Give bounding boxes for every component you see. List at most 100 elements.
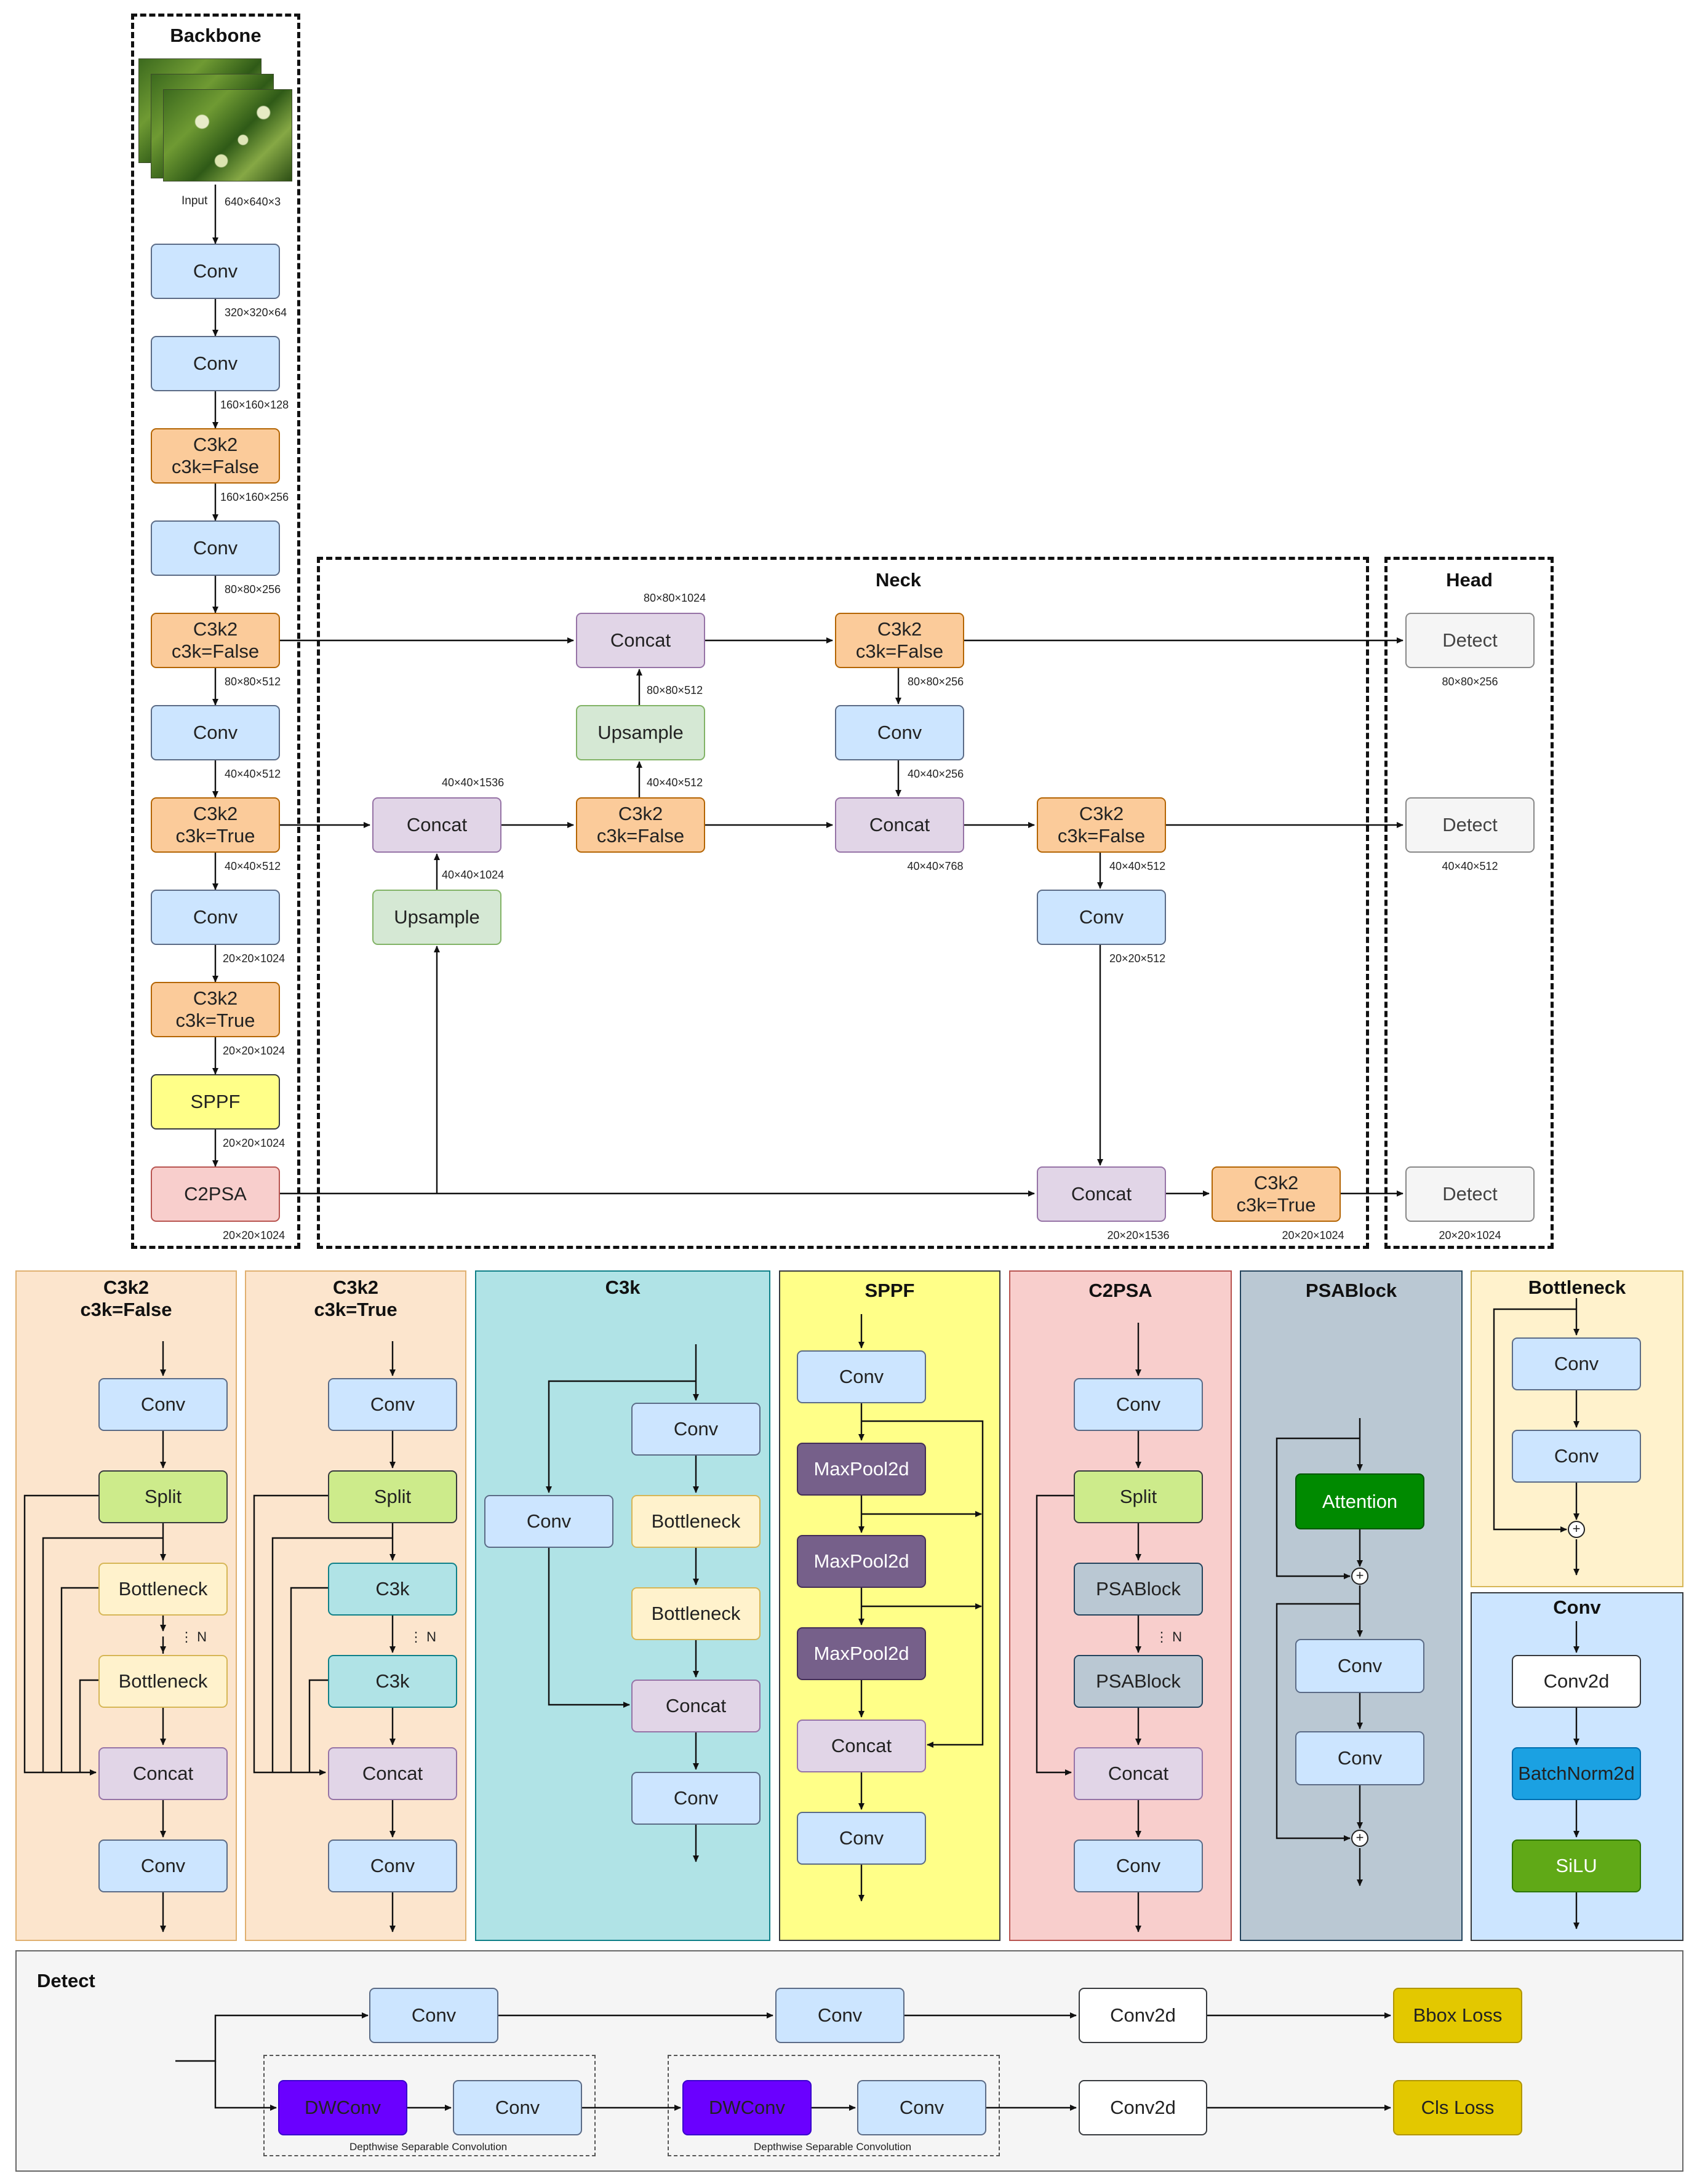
neck-c3k2-2: C3k2 c3k=False	[835, 613, 964, 668]
head-detect-1: Detect	[1405, 613, 1535, 668]
c2psa-psablock-1: PSABlock	[1074, 1563, 1203, 1616]
shape-label: 20×20×1536	[1107, 1229, 1170, 1241]
neck-concat-3: Concat	[835, 797, 964, 853]
shape-label: 80×80×512	[225, 676, 281, 688]
neck-upsample-2: Upsample	[576, 705, 705, 760]
neck-concat-4: Concat	[1037, 1166, 1166, 1222]
c3k-concat: Concat	[631, 1680, 761, 1732]
psablock-attention: Attention	[1295, 1473, 1424, 1529]
input-image-stack-3	[163, 89, 292, 181]
psablock-conv-1: Conv	[1295, 1639, 1424, 1693]
bottleneck-conv-1: Conv	[1512, 1337, 1641, 1390]
detect-module-title: Detect	[37, 1970, 95, 1991]
c2psa-split: Split	[1074, 1470, 1203, 1523]
input-label: Input	[182, 194, 208, 207]
shape-label: 20×20×1024	[223, 952, 285, 965]
head-title: Head	[1446, 569, 1493, 591]
dsc-frame-2	[668, 2055, 1000, 2156]
c3k-bottleneck-2: Bottleneck	[631, 1587, 761, 1640]
shape-label: 20×20×512	[1109, 952, 1166, 965]
detect-top-conv-2: Conv	[775, 1988, 904, 2043]
sppf-conv-top: Conv	[797, 1350, 926, 1403]
psablock-title: PSABlock	[1305, 1280, 1397, 1301]
c2psa-psablock-2: PSABlock	[1074, 1655, 1203, 1708]
c2psa-concat: Concat	[1074, 1747, 1203, 1800]
sppf-maxpool-2: MaxPool2d	[797, 1535, 926, 1588]
c2psa-title: C2PSA	[1088, 1280, 1152, 1301]
c3k2-false-conv-top: Conv	[98, 1378, 228, 1431]
shape-label: 40×40×256	[908, 768, 964, 780]
shape-label: 20×20×1024	[1282, 1229, 1344, 1241]
shape-label: 20×20×1024	[223, 1045, 285, 1057]
conv-module-silu: SiLU	[1512, 1839, 1641, 1892]
shape-label: 80×80×1024	[644, 592, 706, 604]
sppf-title: SPPF	[864, 1280, 915, 1301]
shape-label: 40×40×512	[225, 768, 281, 780]
shape-label: 80×80×512	[647, 684, 703, 696]
c3k-conv-top: Conv	[631, 1403, 761, 1456]
backbone-conv-1: Conv	[151, 244, 280, 299]
backbone-conv-2: Conv	[151, 336, 280, 391]
c3k2-false-bottleneck-2: Bottleneck	[98, 1655, 228, 1708]
shape-label: 160×160×128	[220, 399, 289, 411]
neck-c3k2-4: C3k2 c3k=True	[1212, 1166, 1341, 1222]
backbone-conv-5: Conv	[151, 890, 280, 945]
backbone-c3k2-3: C3k2 c3k=True	[151, 797, 280, 853]
shape-label: 160×160×256	[220, 491, 289, 503]
shape-label: 40×40×768	[907, 860, 964, 872]
detect-dwconv-2: DWConv	[682, 2080, 812, 2135]
c3k2-true-title: C3k2 c3k=True	[314, 1277, 397, 1320]
residual-add-icon: +	[1568, 1521, 1585, 1538]
repeat-n-label: ⋮ N	[180, 1629, 207, 1644]
head-frame	[1384, 557, 1554, 1249]
conv-module-conv2d: Conv2d	[1512, 1655, 1641, 1708]
sppf-concat: Concat	[797, 1720, 926, 1772]
backbone-c3k2-2: C3k2 c3k=False	[151, 613, 280, 668]
sppf-maxpool-3: MaxPool2d	[797, 1627, 926, 1680]
c2psa-conv-top: Conv	[1074, 1378, 1203, 1431]
detect-dwconv-1: DWConv	[278, 2080, 407, 2135]
backbone-conv-4: Conv	[151, 705, 280, 760]
head-detect-3: Detect	[1405, 1166, 1535, 1222]
shape-label: 40×40×512	[1109, 860, 1166, 872]
shape-label: 80×80×256	[908, 676, 964, 688]
dsc-label: Depthwise Separable Convolution	[349, 2141, 508, 2153]
neck-concat-2: Concat	[576, 613, 705, 668]
c3k2-true-split: Split	[328, 1470, 457, 1523]
backbone-c3k2-4: C3k2 c3k=True	[151, 982, 280, 1037]
shape-label: 20×20×1024	[223, 1229, 285, 1241]
repeat-n-label: ⋮ N	[1155, 1629, 1182, 1644]
c3k2-true-c3k-1: C3k	[328, 1563, 457, 1616]
backbone-conv-3: Conv	[151, 520, 280, 576]
shape-label: 80×80×256	[225, 583, 281, 596]
shape-label: 40×40×512	[225, 860, 281, 872]
neck-conv-2: Conv	[1037, 890, 1166, 945]
detect-bottom-conv2d: Conv2d	[1079, 2080, 1207, 2135]
head-detect-2: Detect	[1405, 797, 1535, 853]
detect-bottom-conv-2: Conv	[857, 2080, 986, 2135]
c3k-title: C3k	[605, 1277, 641, 1298]
c3k-bottleneck-1: Bottleneck	[631, 1495, 761, 1548]
shape-label: 40×40×512	[1442, 860, 1498, 872]
bbox-loss: Bbox Loss	[1393, 1988, 1522, 2043]
shape-label: 40×40×1024	[442, 869, 505, 881]
cls-loss: Cls Loss	[1393, 2080, 1522, 2135]
shape-label: 20×20×1024	[1439, 1229, 1501, 1241]
c3k2-true-conv-bottom: Conv	[328, 1839, 457, 1892]
c3k-conv-left: Conv	[484, 1495, 613, 1548]
conv-module-batchnorm: BatchNorm2d	[1512, 1747, 1641, 1800]
c2psa-conv-bottom: Conv	[1074, 1839, 1203, 1892]
c3k2-true-conv-top: Conv	[328, 1378, 457, 1431]
input-shape: 640×640×3	[225, 196, 281, 208]
c3k2-false-split: Split	[98, 1470, 228, 1523]
c3k2-false-bottleneck-1: Bottleneck	[98, 1563, 228, 1616]
bottleneck-conv-2: Conv	[1512, 1430, 1641, 1483]
sppf-maxpool-1: MaxPool2d	[797, 1443, 926, 1496]
neck-upsample-1: Upsample	[372, 890, 501, 945]
conv-module-title: Conv	[1553, 1596, 1601, 1618]
shape-label: 320×320×64	[225, 306, 287, 319]
c3k2-false-title: C3k2 c3k=False	[80, 1277, 172, 1320]
c3k2-false-conv-bottom: Conv	[98, 1839, 228, 1892]
neck-concat-1: Concat	[372, 797, 501, 853]
